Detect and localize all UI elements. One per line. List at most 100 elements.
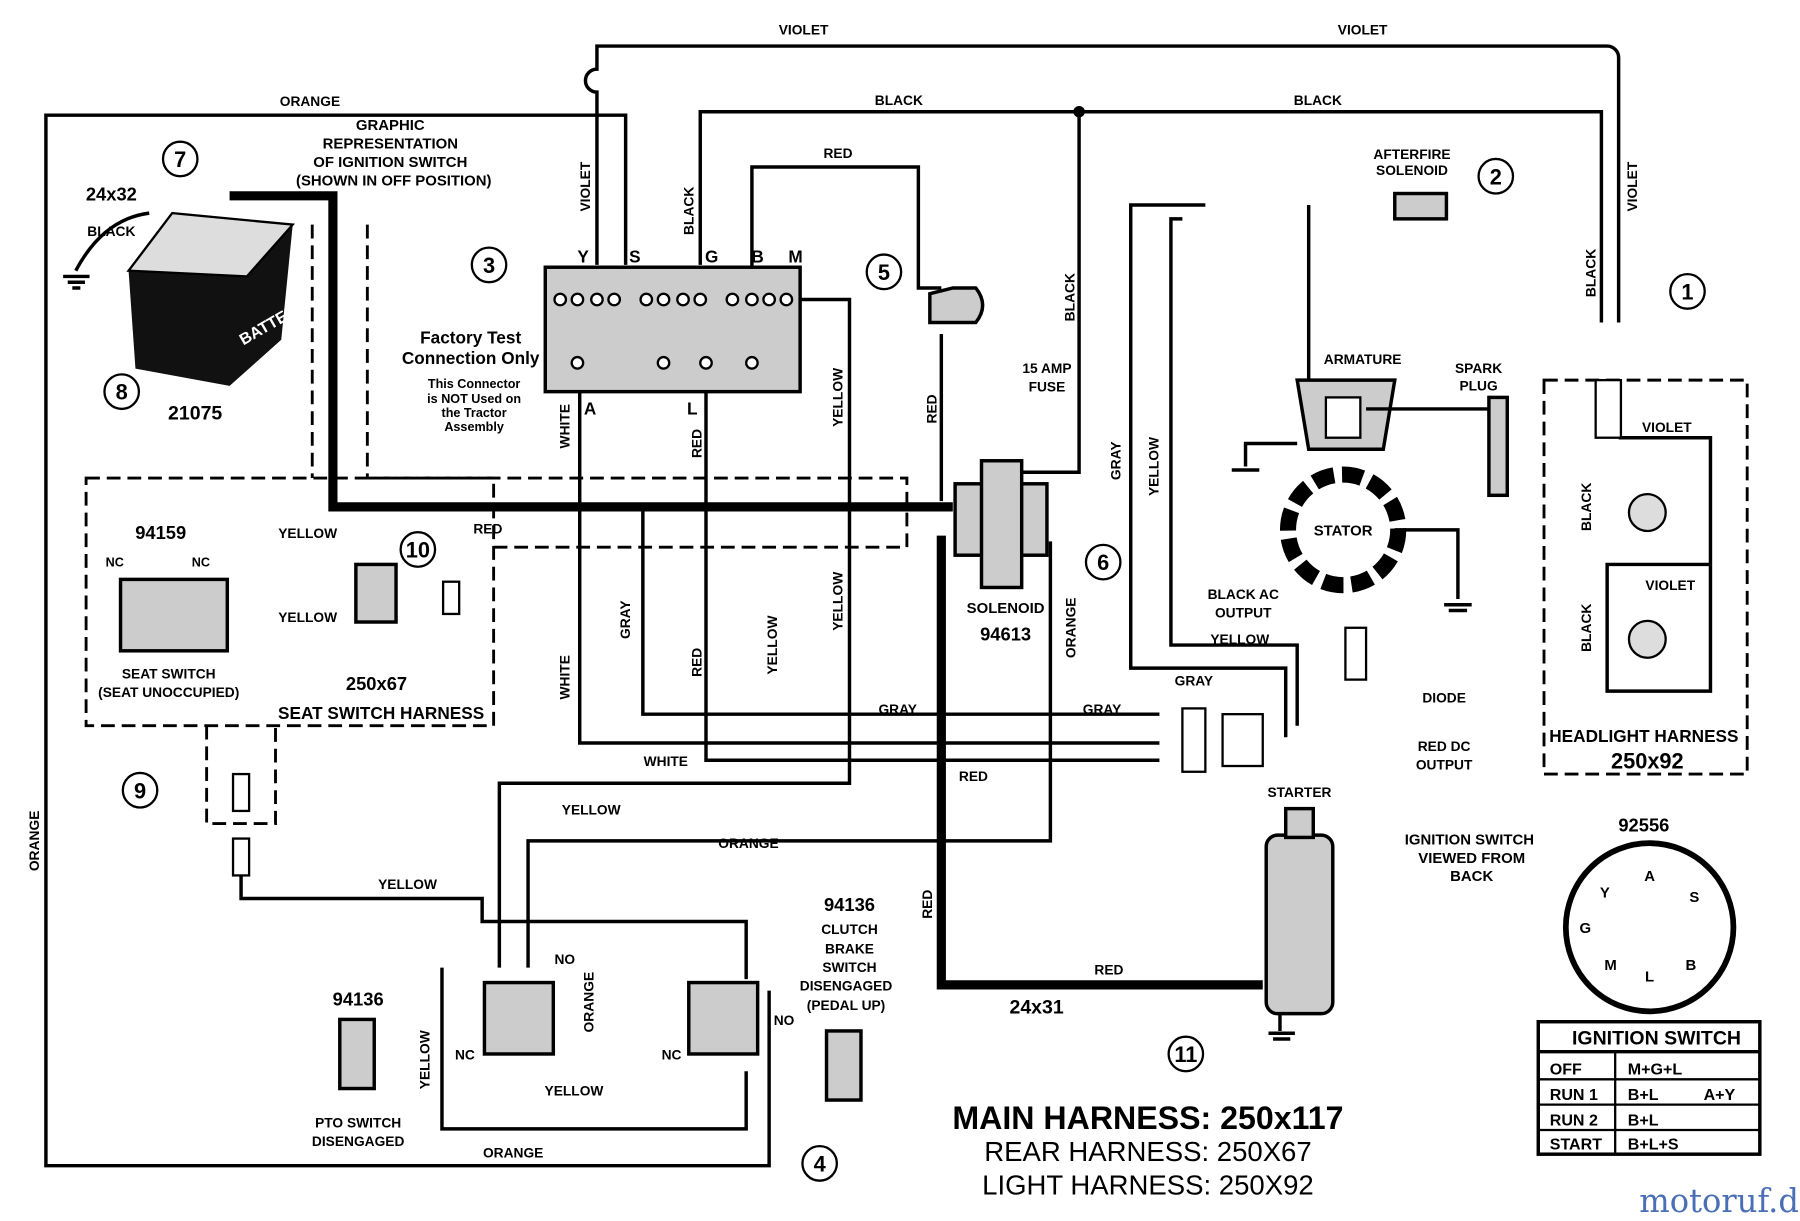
svg-text:10: 10 [406, 537, 430, 562]
terminal-g-label: G [705, 247, 718, 267]
wire-labels: VIOLET VIOLET ORANGE BLACK BLACK RED VIO… [27, 23, 1696, 1161]
svg-text:BRAKE: BRAKE [825, 942, 874, 957]
spark-plug-label-2: PLUG [1459, 378, 1497, 393]
key-switch-number: 92556 [1618, 815, 1669, 836]
svg-text:RED: RED [920, 890, 935, 919]
svg-text:B+L+S: B+L+S [1628, 1136, 1679, 1154]
svg-text:M: M [1604, 957, 1616, 974]
svg-text:S: S [1689, 889, 1699, 906]
svg-text:OFF: OFF [1550, 1061, 1582, 1079]
stator-ground-icon [1394, 528, 1472, 613]
svg-text:B: B [1686, 957, 1697, 974]
svg-text:RED: RED [689, 429, 704, 458]
spark-plug-label: SPARK [1455, 361, 1502, 376]
svg-text:Assembly: Assembly [444, 420, 504, 434]
main-harness-title: MAIN HARNESS: 250x117 [952, 1100, 1343, 1136]
svg-text:VIOLET: VIOLET [1645, 578, 1695, 593]
yellow-seat-wire [239, 852, 748, 980]
ignition-terminals [553, 292, 794, 370]
key-view-caption-3: BACK [1450, 868, 1493, 885]
svg-text:ORANGE: ORANGE [27, 811, 42, 872]
clutch-switch-icon [824, 1029, 863, 1102]
rear-harness-title: REAR HARNESS: 250X67 [984, 1136, 1311, 1167]
svg-text:CLUTCH: CLUTCH [821, 922, 878, 937]
starter-ground-icon [1268, 1013, 1295, 1041]
solenoid-number: 94613 [980, 623, 1031, 644]
clutch-brake-switch [687, 980, 760, 1056]
seat-harness-outline [84, 476, 496, 728]
svg-text:RED: RED [689, 648, 704, 677]
svg-text:VIOLET: VIOLET [1338, 23, 1388, 38]
svg-text:YELLOW: YELLOW [831, 572, 846, 631]
svg-text:L: L [1645, 968, 1654, 985]
svg-text:4: 4 [814, 1151, 827, 1176]
headlight-connector [1594, 378, 1623, 439]
svg-text:VIOLET: VIOLET [1625, 161, 1640, 211]
violet-wire-top [583, 44, 1621, 323]
svg-text:VIOLET: VIOLET [779, 23, 829, 38]
red-dc-label-2: OUTPUT [1416, 757, 1473, 772]
svg-text:RED: RED [1094, 962, 1123, 977]
svg-text:Y: Y [1600, 884, 1610, 901]
svg-text:ORANGE: ORANGE [483, 1146, 543, 1161]
svg-text:94136: 94136 [824, 894, 875, 915]
yellow-wire-mid [497, 297, 852, 968]
svg-text:YELLOW: YELLOW [278, 610, 337, 625]
armature-ground-icon [1231, 441, 1298, 472]
svg-text:ORANGE: ORANGE [280, 94, 340, 109]
svg-text:is NOT Used on: is NOT Used on [427, 392, 521, 406]
svg-text:B+L: B+L [1628, 1111, 1659, 1129]
test-connector-plug [441, 580, 461, 616]
red-wire-mid [704, 380, 1160, 762]
svg-text:GRAY: GRAY [1083, 702, 1121, 717]
svg-text:M+G+L: M+G+L [1628, 1061, 1683, 1079]
starter-motor [1264, 833, 1335, 1016]
svg-text:BLACK: BLACK [681, 187, 696, 235]
svg-text:GRAY: GRAY [1175, 673, 1213, 688]
ignition-switch-graphic [543, 265, 802, 394]
svg-text:YELLOW: YELLOW [831, 368, 846, 427]
svg-text:YELLOW: YELLOW [1210, 632, 1269, 647]
svg-text:6: 6 [1097, 550, 1109, 575]
svg-text:YELLOW: YELLOW [765, 616, 780, 675]
terminal-y-label: Y [577, 247, 589, 267]
svg-text:GRAY: GRAY [878, 702, 916, 717]
headlight-wire [1605, 435, 1713, 693]
solenoid-body [979, 459, 1024, 590]
svg-text:VIOLET: VIOLET [578, 161, 593, 211]
fuse-15-amp [928, 286, 985, 325]
orange-wire-mid [526, 541, 1053, 968]
svg-text:ORANGE: ORANGE [718, 836, 778, 851]
svg-text:OF IGNITION SWITCH: OF IGNITION SWITCH [313, 154, 467, 171]
seat-harness-number: 250x67 [346, 673, 407, 694]
svg-text:94136: 94136 [333, 989, 384, 1010]
headlight-bulb-2 [1627, 619, 1667, 659]
svg-text:RUN 1: RUN 1 [1550, 1086, 1598, 1104]
pto-switch [482, 980, 556, 1056]
terminal-s-label: S [629, 247, 640, 267]
svg-text:8: 8 [116, 380, 128, 405]
gray-wire [641, 506, 1160, 716]
factory-test-note: Factory Test Connection Only This Connec… [402, 327, 540, 434]
wires [44, 44, 1713, 1168]
svg-text:BLACK: BLACK [1063, 273, 1078, 321]
white-wire [577, 362, 1160, 745]
terminal-b-label: B [751, 247, 763, 267]
svg-text:BLACK: BLACK [1584, 249, 1599, 297]
contact-no-2: NO [774, 1013, 795, 1028]
stator-connector-plug [1221, 713, 1264, 768]
headlight-harness-number: 250x92 [1611, 748, 1684, 773]
gray-stator-wire [1129, 203, 1288, 738]
svg-text:WHITE: WHITE [644, 754, 688, 769]
afterfire-solenoid [1393, 191, 1449, 221]
seat-switch [118, 577, 230, 653]
afterfire-label-2: SOLENOID [1376, 163, 1448, 178]
red-starter-cable [936, 535, 1263, 990]
seat-connector-socket [231, 837, 251, 877]
battery-part-number: 21075 [168, 402, 222, 424]
svg-text:RUN 2: RUN 2 [1550, 1111, 1598, 1129]
svg-text:Connection Only: Connection Only [402, 348, 540, 368]
svg-text:YELLOW: YELLOW [562, 802, 621, 817]
terminal-a-label: A [584, 399, 596, 419]
